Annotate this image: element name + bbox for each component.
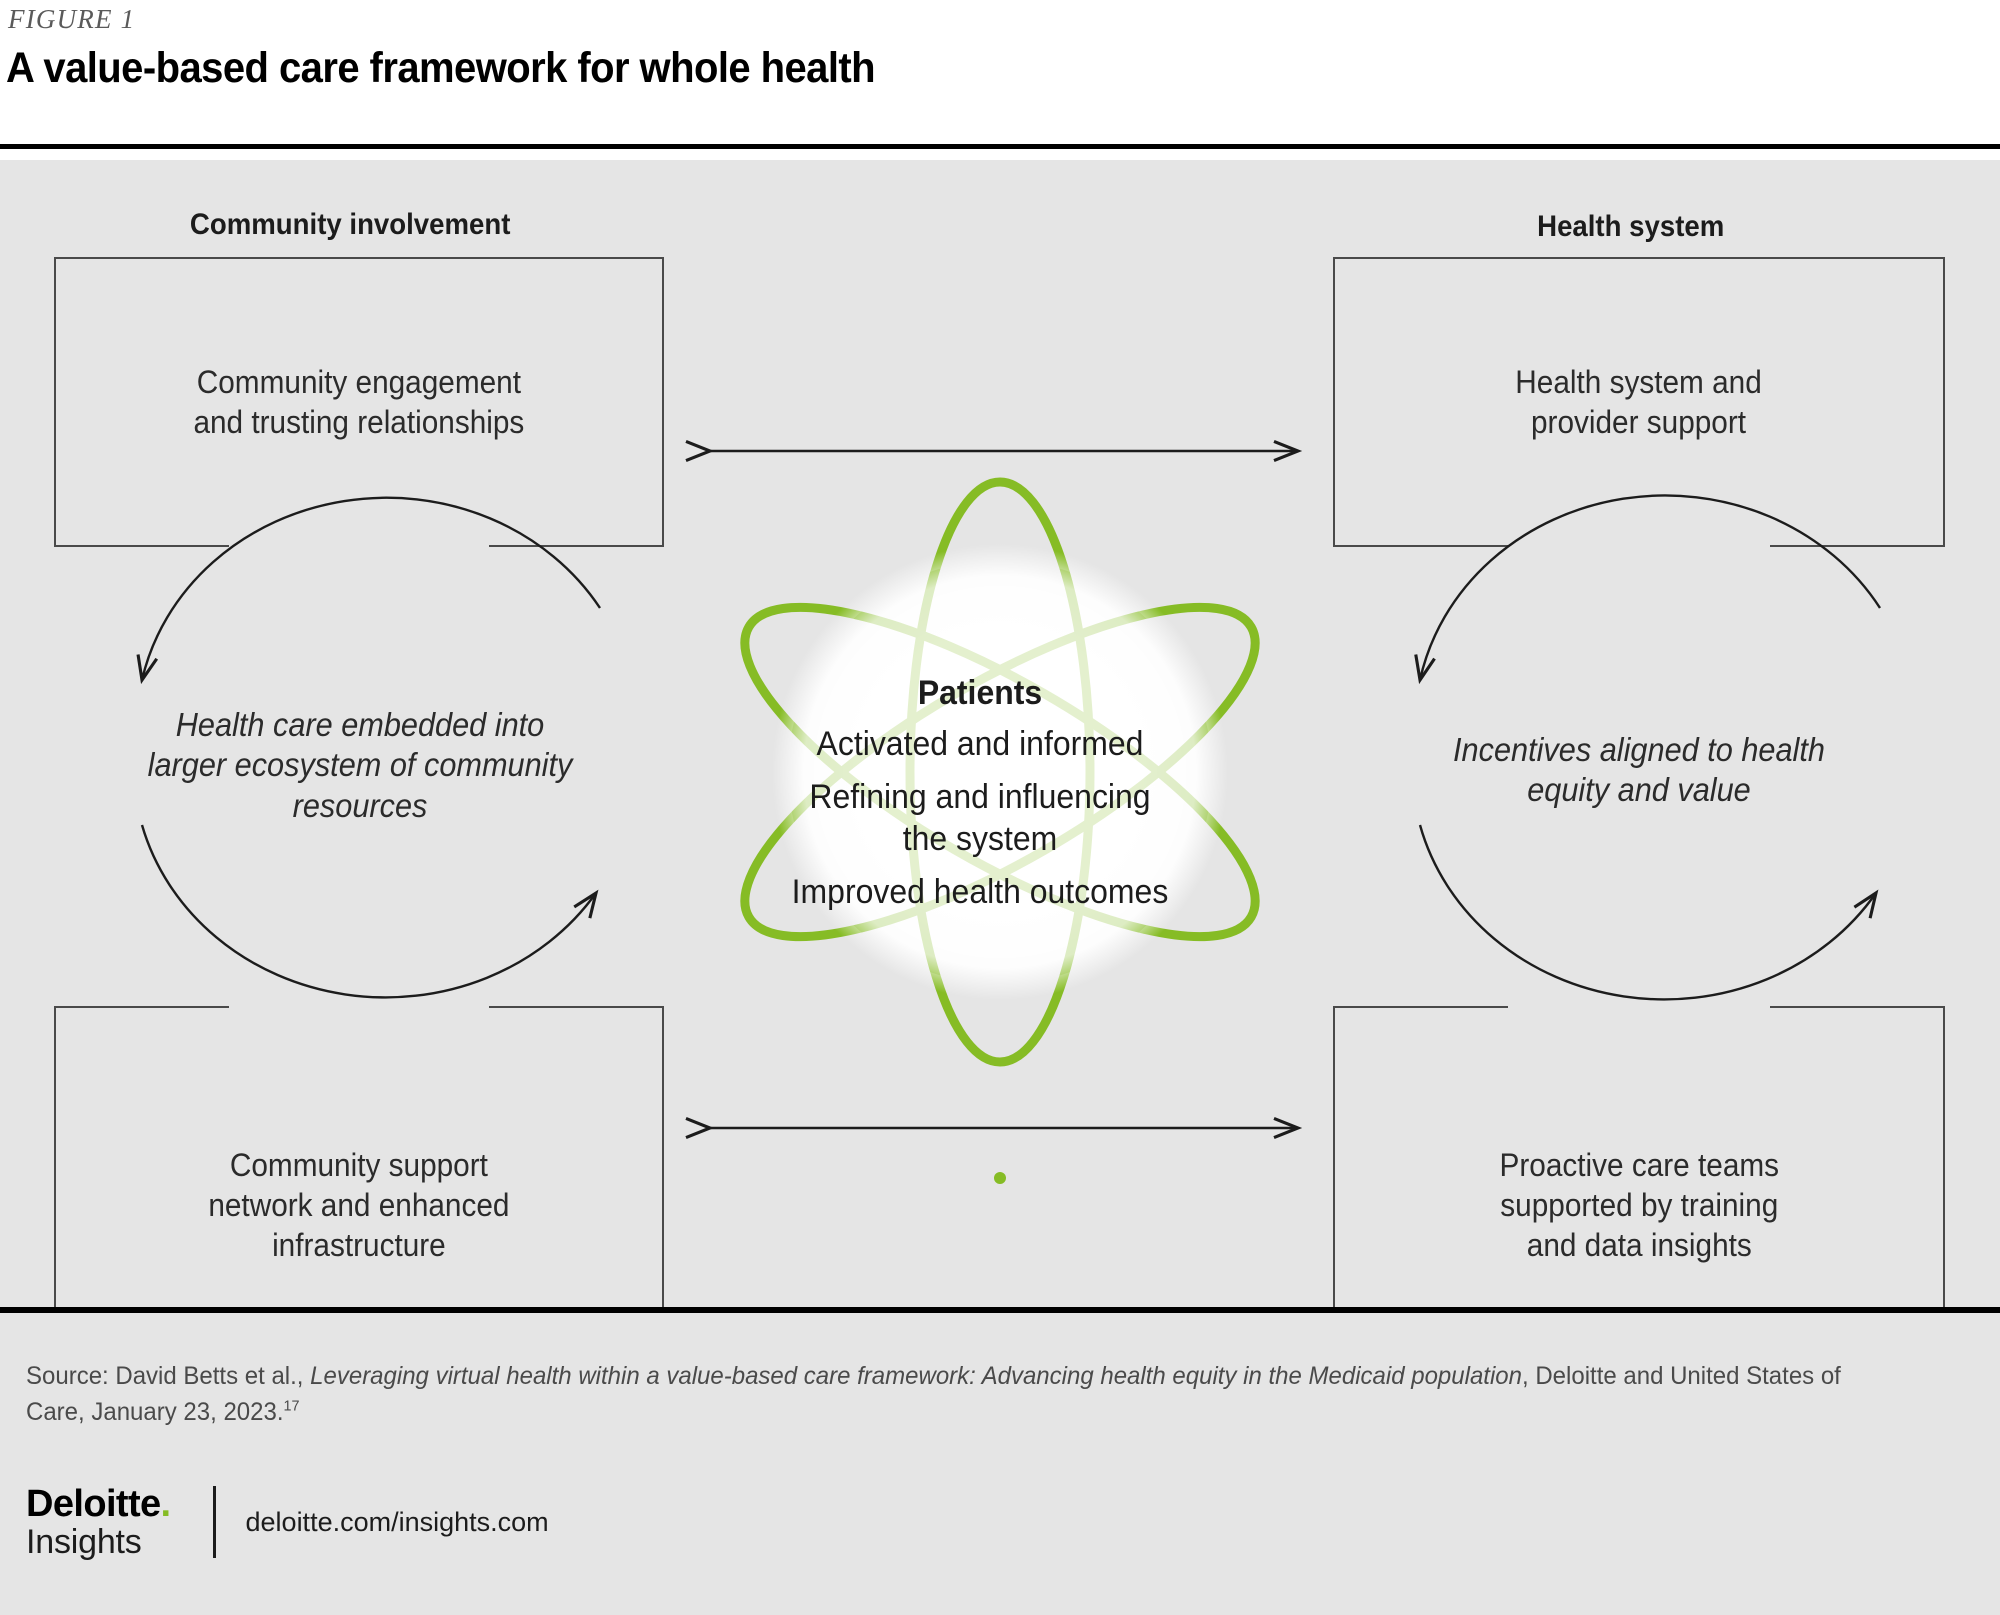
- header-divider: [0, 144, 2000, 149]
- box-community-engagement: Community engagement and trusting relati…: [54, 257, 664, 547]
- logo-brand: Deloitte: [26, 1483, 161, 1525]
- figure-label: FIGURE 1: [8, 4, 136, 34]
- source-footnote-marker: 17: [283, 1397, 300, 1415]
- column-heading-community-involvement: Community involvement: [189, 208, 511, 241]
- box-edge-segment: [489, 1006, 664, 1008]
- box-community-support-network-text: Community support network and enhanced i…: [208, 1146, 510, 1264]
- logo-url-text[interactable]: deloitte.com/insights.com: [245, 1506, 549, 1537]
- box-edge-segment: [1770, 1006, 1945, 1008]
- arrow-community-top-curve: [136, 496, 601, 685]
- figure-header: FIGURE 1 A value-based care framework fo…: [0, 0, 2000, 146]
- connector-arrows: [136, 439, 1882, 1140]
- logo-vertical-rule: [212, 1486, 216, 1558]
- source-suffix: , Deloitte and United States of Care, Ja…: [26, 1362, 1841, 1427]
- box-proactive-care-teams-text: Proactive care teams supported by traini…: [1499, 1146, 1779, 1264]
- box-edge-segment: [54, 545, 229, 547]
- logo-deloitte-text: Deloitte.: [26, 1485, 171, 1523]
- figure-footer: Source: David Betts et al., Leveraging v…: [0, 1313, 2000, 1615]
- box-health-system-support: Health system and provider support: [1333, 257, 1945, 547]
- box-edge-segment: [1333, 1006, 1508, 1008]
- arrow-health-bottom-curve: [1418, 824, 1879, 1001]
- box-community-engagement-text: Community engagement and trusting relati…: [193, 363, 525, 440]
- center-patients-block: Patients Activated and informed Refining…: [690, 673, 1270, 913]
- source-prefix: Source: David Betts et al.,: [26, 1362, 311, 1390]
- box-edge-segment: [489, 545, 664, 547]
- logo-insights-text: Insights: [26, 1523, 142, 1561]
- logo-wordmark: Deloitte. Insights: [26, 1485, 171, 1559]
- source-note: Source: David Betts et al., Leveraging v…: [26, 1358, 1898, 1431]
- footer-divider: [0, 1307, 2000, 1313]
- center-line-activated: Activated and informed: [816, 725, 1144, 764]
- box-edge-segment: [1333, 545, 1508, 547]
- diagram-panel: Community involvement Health system Comm…: [0, 160, 2000, 1404]
- arrow-community-bottom-curve: [140, 824, 599, 999]
- box-edge-segment: [1770, 545, 1945, 547]
- box-health-system-support-text: Health system and provider support: [1515, 363, 1763, 440]
- center-line-refining: Refining and influencing: [809, 777, 1151, 816]
- center-title: Patients: [917, 674, 1043, 712]
- logo-green-dot: .: [160, 1483, 172, 1525]
- column-heading-health-system: Health system: [1537, 210, 1725, 243]
- center-line-the-system: the system: [902, 819, 1058, 858]
- label-incentives-aligned: Incentives aligned to health equity and …: [1453, 731, 1825, 809]
- source-title: Leveraging virtual health within a value…: [310, 1362, 1522, 1390]
- center-line-improved-outcomes: Improved health outcomes: [791, 872, 1169, 911]
- label-health-care-embedded: Health care embedded into larger ecosyst…: [147, 706, 573, 824]
- arrow-health-top-curve: [1414, 494, 1882, 685]
- deloitte-insights-logo: Deloitte. Insights deloitte.com/insights…: [26, 1485, 549, 1559]
- page-title: A value-based care framework for whole h…: [6, 44, 876, 92]
- box-edge-segment: [54, 1006, 229, 1008]
